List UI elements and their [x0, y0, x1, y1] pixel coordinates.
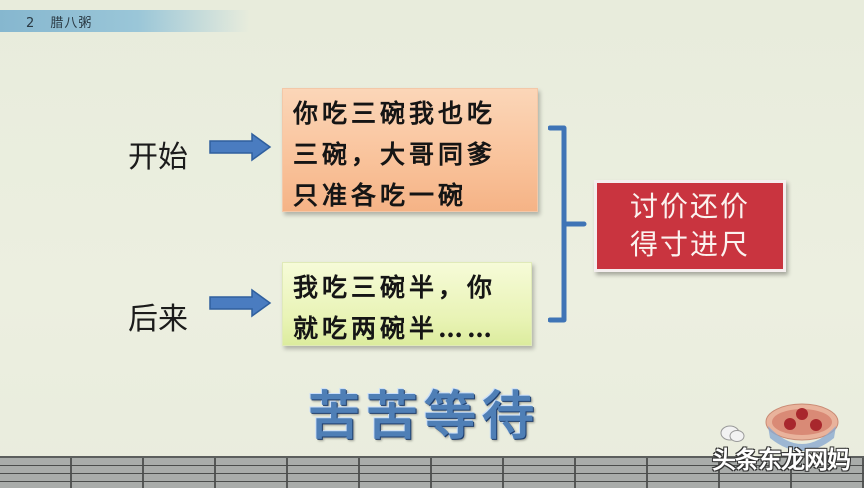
later-quote-box: 我吃三碗半，你 就吃两碗半……	[282, 262, 532, 346]
result-box: 讨价还价 得寸进尺	[594, 180, 786, 272]
label-later: 后来	[128, 302, 188, 337]
header-band	[0, 10, 250, 32]
later-line-2: 就吃两碗半……	[293, 314, 497, 343]
brick-wall-decoration	[0, 456, 864, 488]
start-line-3: 只准各吃一碗	[293, 181, 468, 210]
later-line-1: 我吃三碗半，你	[293, 273, 497, 302]
lesson-title: 腊八粥	[50, 16, 93, 31]
right-brace-icon	[548, 125, 587, 323]
watermark-text: 头条东龙网妈	[712, 446, 851, 474]
porridge-bowl-icon	[765, 403, 839, 451]
label-start: 开始	[128, 140, 188, 175]
wechat-icon	[720, 425, 745, 442]
start-line-1: 你吃三碗我也吃	[293, 99, 497, 128]
arrow-right-icon	[209, 288, 272, 318]
lesson-header: 2 腊八粥	[26, 12, 92, 31]
start-line-2: 三碗，大哥同爹	[293, 140, 497, 169]
result-line-1: 讨价还价	[629, 190, 750, 223]
start-quote-box: 你吃三碗我也吃 三碗，大哥同爹 只准各吃一碗	[282, 88, 538, 212]
result-line-2: 得寸进尺	[629, 228, 750, 261]
arrow-right-icon	[209, 132, 272, 162]
big-title: 苦苦等待	[308, 387, 541, 447]
lesson-number: 2	[26, 16, 36, 31]
